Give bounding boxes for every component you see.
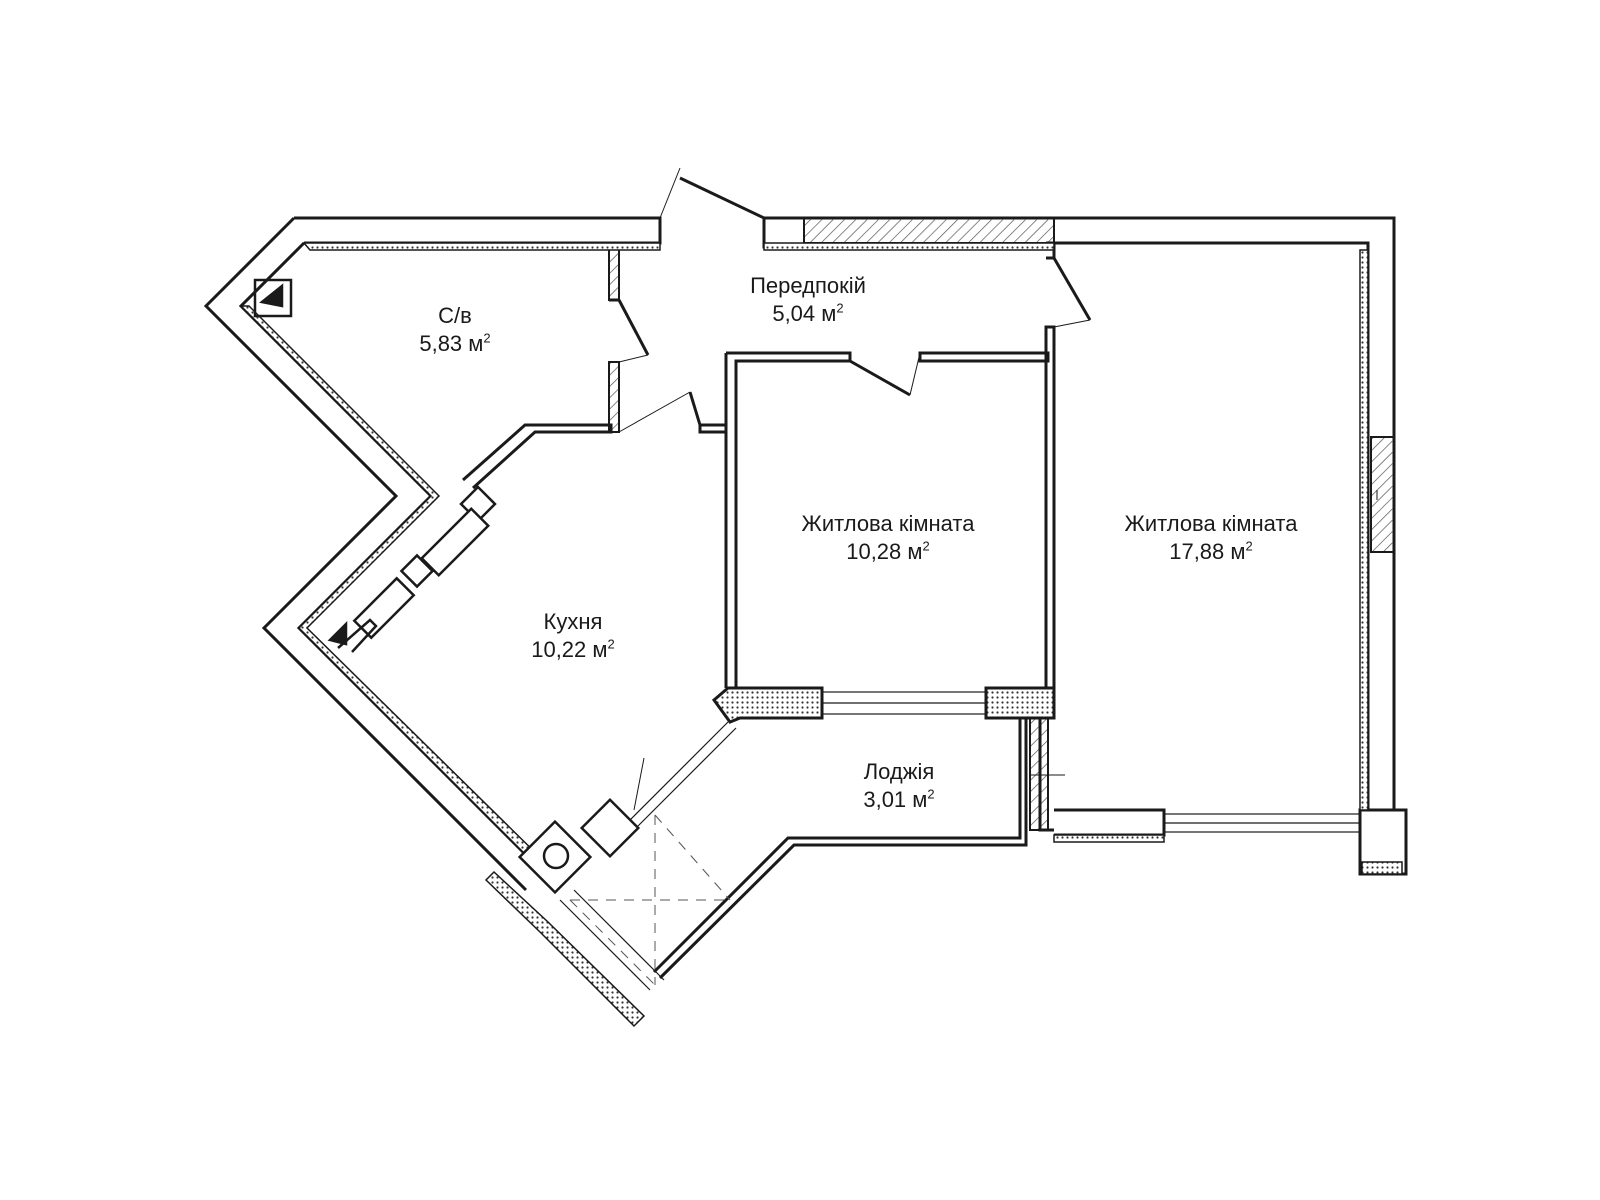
area-unit-exponent: 2 (927, 786, 935, 802)
room-area: 10,28 (846, 539, 902, 564)
area-unit-exponent: 2 (483, 330, 491, 346)
area-unit-exponent: 2 (922, 538, 930, 554)
tick-marks (1030, 490, 1378, 776)
area-unit-exponent: 2 (836, 300, 844, 316)
area-unit: м (912, 787, 928, 812)
room-label-hallway: Передпокій 5,04 м2 (750, 272, 866, 328)
wall-bottom-right (1054, 808, 1166, 837)
room-area: 5,04 (772, 301, 816, 326)
room-name: Кухня (543, 609, 603, 634)
wall-top-left (294, 216, 662, 245)
wall-kitchen-top (462, 423, 613, 490)
wall-balcony-right (984, 686, 1056, 720)
window-loggia-side (559, 889, 665, 991)
area-unit-exponent: 2 (1245, 538, 1253, 554)
doors (617, 167, 1092, 811)
area-unit: м (468, 331, 484, 356)
insulation-bands (239, 242, 1403, 1028)
door-kitchen (618, 391, 691, 433)
area-unit: м (592, 637, 608, 662)
door-entrance (679, 176, 765, 220)
wall-diagonal-upper (203, 216, 528, 892)
wall-balcony-left (711, 686, 824, 724)
room-area: 10,22 (531, 637, 587, 662)
room-area: 5,83 (419, 331, 463, 356)
door-bedroom-1 (849, 359, 911, 397)
kitchen-fixtures (253, 278, 497, 653)
area-unit: м (1230, 539, 1246, 564)
door-loggia (633, 757, 645, 811)
room-name: Лоджія (863, 759, 935, 784)
room-name: Передпокій (750, 273, 866, 298)
room-area: 3,01 (863, 787, 907, 812)
room-label-bedroom-1: Житлова кімната 10,28 м2 (802, 510, 975, 566)
room-label-bedroom-2: Житлова кімната 17,88 м2 (1125, 510, 1298, 566)
room-name: С/в (438, 303, 472, 328)
wall-between-bedrooms (1044, 325, 1056, 690)
window-loggia-door (629, 721, 737, 827)
room-name: Житлова кімната (801, 511, 975, 536)
room-label-loggia: Лоджія 3,01 м2 (863, 758, 934, 814)
room-label-bathroom: С/в 5,83 м2 (419, 302, 490, 358)
loggia-glazing (569, 814, 731, 986)
room-label-kitchen: Кухня 10,22 м2 (531, 608, 615, 664)
windows (559, 691, 1361, 991)
ventilation-shaft (517, 797, 641, 895)
door-bedroom-2 (1052, 257, 1092, 321)
wall-loggia (658, 718, 1028, 980)
area-unit: м (907, 539, 923, 564)
column-bottom-right (1358, 808, 1408, 876)
door-bathroom (617, 299, 650, 356)
area-unit: м (821, 301, 837, 326)
room-area: 17,88 (1169, 539, 1225, 564)
room-name: Житлова кімната (1124, 511, 1298, 536)
area-unit-exponent: 2 (607, 636, 615, 652)
